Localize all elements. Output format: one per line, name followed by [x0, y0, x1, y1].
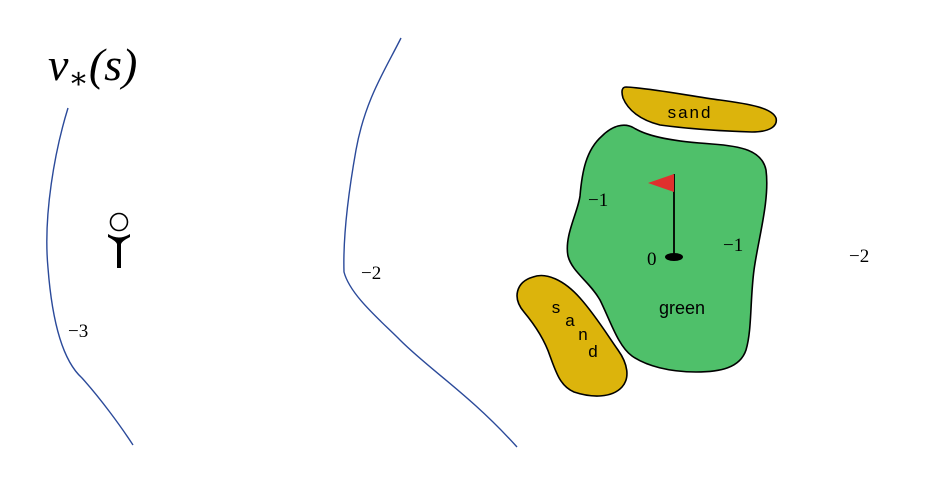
sand-bottom-label: s a n d	[552, 298, 598, 361]
green-label: green	[659, 298, 705, 318]
sand-letter-n: n	[578, 325, 587, 344]
contour-label-minus-two: −2	[361, 263, 381, 284]
contour-line-minus-two	[343, 37, 518, 448]
sand-top-label: sand	[668, 103, 713, 122]
sand-bunker-top	[621, 86, 778, 133]
hole-icon	[665, 253, 683, 261]
contour-label-minus-one-right: −1	[723, 235, 743, 256]
title-v: v	[48, 39, 69, 90]
value-function-title: v∗(s)	[48, 39, 137, 95]
contour-label-zero: 0	[647, 249, 657, 270]
sand-letter-a: a	[565, 311, 575, 330]
contour-label-minus-three: −3	[68, 321, 88, 342]
green-area	[566, 124, 768, 373]
golf-tee-icon	[108, 212, 130, 268]
title-argument: (s)	[89, 39, 138, 90]
contour-line-minus-three	[46, 107, 134, 446]
sand-letter-d: d	[588, 342, 597, 361]
sand-letter-s: s	[552, 298, 561, 317]
contour-label-minus-one-left: −1	[588, 190, 608, 211]
sand-bunker-bottom	[516, 274, 628, 397]
flag-icon	[648, 174, 675, 256]
contour-label-minus-two-right: −2	[849, 246, 869, 267]
title-subscript: ∗	[68, 62, 88, 95]
